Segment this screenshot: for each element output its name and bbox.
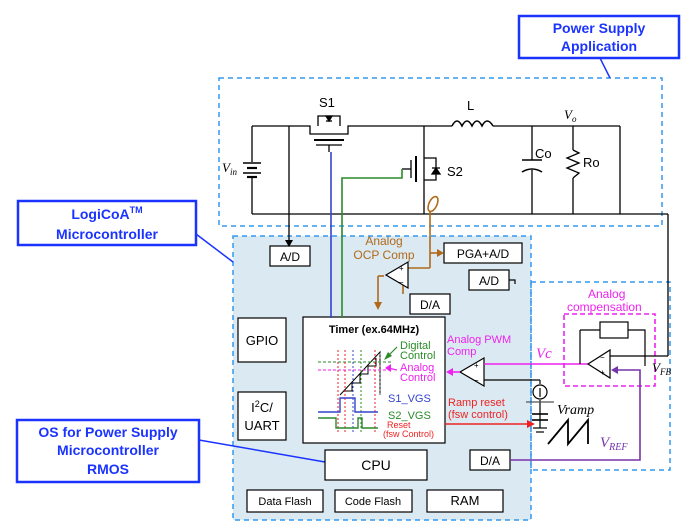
ocp-comparator-icon: + − — [384, 260, 409, 290]
da-ocp-block: D/A — [409, 293, 451, 315]
callout-power-supply-line1: Power Supply — [553, 20, 646, 36]
svg-text:+: + — [474, 361, 479, 370]
da-ref-label: D/A — [480, 454, 500, 468]
code-flash-label: Code Flash — [345, 496, 401, 508]
da-ocp-label: D/A — [420, 298, 440, 312]
vc-label: Vc — [536, 346, 552, 362]
ocp-to-timer-arrow-icon — [374, 302, 382, 310]
ad-fb-block: A/D — [468, 269, 510, 291]
code-flash-block: Code Flash — [334, 489, 413, 513]
pwm-label-2: Comp — [447, 346, 476, 358]
ad-arrow-icon — [285, 240, 293, 247]
digital-control-label-2: Control — [400, 350, 435, 362]
ramp-reset-label: Ramp reset — [448, 397, 505, 409]
s2-gate-drive-line — [341, 169, 403, 318]
ramp-reset-sub-label: (fsw control) — [448, 409, 508, 421]
cpu-label: CPU — [361, 457, 391, 473]
callout-os-line1: OS for Power Supply — [38, 424, 177, 440]
compensation-network-icon — [579, 321, 646, 366]
vin-label: Vin — [222, 160, 237, 177]
vref-line — [510, 369, 641, 461]
s2-label: S2 — [447, 164, 463, 179]
ad-top-label: A/D — [280, 250, 300, 264]
vramp-label: Vramp — [557, 403, 594, 418]
analog-compensation-box — [563, 313, 656, 387]
pga-ad-label: PGA+A/D — [457, 247, 510, 261]
callout-os: OS for Power Supply Microcontroller RMOS — [15, 418, 326, 484]
ram-block: RAM — [426, 489, 504, 513]
ocp-sense-wiring — [377, 195, 440, 303]
callout-os-line2: Microcontroller — [57, 442, 159, 458]
vramp-waveform-icon — [547, 417, 589, 447]
s2-mosfet-icon — [402, 152, 442, 186]
gpio-label: GPIO — [246, 333, 279, 348]
svg-text:−: − — [474, 376, 479, 385]
da-ref-block: D/A — [469, 449, 511, 471]
i2c-label: I2C/ — [251, 399, 273, 415]
gpio-block: GPIO — [237, 317, 287, 363]
s1-vgs-label: S1_VGS — [388, 393, 431, 405]
svg-text:−: − — [399, 278, 404, 287]
uart-label: UART — [244, 418, 279, 433]
fb-ad-line — [509, 279, 516, 284]
resistor-ro-icon — [565, 149, 581, 179]
pwm-to-timer-arrow-icon — [446, 368, 453, 376]
capacitor-co-label: Co — [535, 146, 552, 161]
timer-waveforms — [318, 350, 392, 432]
ocp-label-2: OCP Comp — [353, 248, 414, 262]
ram-label: RAM — [451, 493, 480, 508]
timer-block: Timer (ex.64MHz) — [302, 316, 446, 444]
analog-compensation-label-2: compensation — [567, 300, 642, 314]
callout-power-supply-line2: Application — [561, 38, 637, 54]
callout-power-supply: Power Supply Application — [517, 14, 681, 79]
error-amp-icon: − + — [586, 348, 611, 380]
timer-title: Timer (ex.64MHz) — [329, 324, 420, 336]
pwm-label: Analog PWM — [447, 334, 511, 346]
ocp-label: Analog — [365, 234, 402, 248]
reset-sub-label: (fsw Control) — [383, 429, 434, 439]
vo-label: Vo — [564, 107, 577, 124]
analog-compensation-label: Analog — [588, 287, 625, 301]
pwm-comparator-icon: + − — [458, 356, 485, 388]
data-flash-label: Data Flash — [258, 496, 311, 508]
power-stage-wiring — [251, 125, 669, 356]
data-flash-block: Data Flash — [246, 489, 324, 513]
cpu-block: CPU — [324, 449, 428, 481]
ocp-to-pga-arrow-icon — [437, 249, 444, 257]
callout-mcu-line2: Microcontroller — [56, 226, 158, 242]
callout-mcu: LogiCoATM Microcontroller — [16, 199, 234, 263]
power-supply-region — [218, 77, 663, 227]
digital-control-label: Digital — [400, 340, 431, 352]
capacitor-co-icon — [521, 159, 543, 173]
i2c-uart-block: I2C/ UART — [237, 391, 287, 441]
inductor-l-icon — [451, 120, 494, 128]
inductor-l-label: L — [467, 98, 474, 113]
vin-battery-icon — [243, 162, 261, 179]
svg-text:−: − — [600, 353, 605, 362]
ramp-reset-arrow-icon — [527, 420, 535, 428]
s1-mosfet-icon — [303, 115, 355, 152]
timer-arrows — [384, 346, 398, 372]
vfb-label: VFB — [652, 360, 671, 377]
analog-control-label-2: Control — [400, 372, 435, 384]
s2-vgs-label: S2_VGS — [388, 410, 431, 422]
ad-top-block: A/D — [269, 245, 311, 267]
reset-label: Reset — [387, 420, 411, 430]
svg-text:+: + — [399, 264, 404, 273]
vref-arrow-icon — [611, 366, 618, 374]
callout-os-line3: RMOS — [87, 461, 129, 477]
callout-mcu-line1: LogiCoATM — [71, 205, 142, 222]
ramp-current-source-icon — [526, 380, 554, 433]
feedback-region — [530, 281, 671, 471]
svg-text:+: + — [600, 368, 605, 377]
pga-ad-block: PGA+A/D — [443, 242, 523, 264]
ad-fb-label: A/D — [479, 274, 499, 288]
s1-label: S1 — [319, 95, 335, 110]
analog-control-label: Analog — [400, 362, 434, 374]
resistor-ro-label: Ro — [583, 155, 600, 170]
vref-label: VREF — [600, 435, 628, 453]
